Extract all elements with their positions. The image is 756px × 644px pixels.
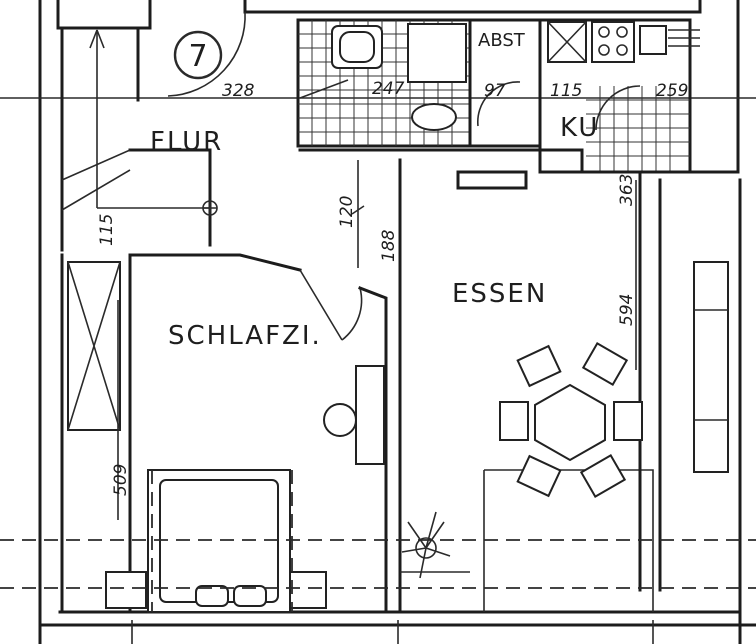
dim-essen-door: 188 — [379, 229, 399, 262]
dashed-lines — [0, 470, 756, 612]
right-furniture — [693, 261, 729, 473]
dim-kueche-door: 115 — [550, 81, 582, 101]
dim-flur-door: 115 — [97, 214, 117, 246]
kitchen-tiles — [586, 86, 690, 172]
dim-flur-width: 328 — [222, 81, 255, 101]
room-label-essen: ESSEN — [452, 279, 547, 309]
dim-schlafzimmer-depth: 509 — [111, 464, 131, 496]
bathroom — [296, 18, 472, 148]
schlafzimmer-walls — [60, 253, 388, 614]
unit-number-badge: 7 — [173, 30, 223, 80]
dim-essen-side: 363 — [617, 174, 637, 206]
dim-kueche-width: 259 — [656, 81, 688, 101]
dim-bath-width: 247 — [372, 79, 405, 99]
unit-number: 7 — [188, 39, 207, 74]
room-label-abst: ABST — [478, 30, 526, 51]
dim-passage-height: 120 — [337, 196, 357, 228]
bed — [105, 469, 327, 613]
room-label-schlafzimmer: SCHLAFZI. — [168, 321, 322, 351]
abst-kueche — [468, 18, 700, 174]
dimension-lines — [117, 160, 637, 520]
grid-lines — [0, 97, 756, 644]
flur-area — [60, 11, 246, 252]
dim-essen-depth: 594 — [617, 294, 637, 326]
dining-set — [499, 342, 643, 498]
room-label-kueche: KU — [560, 113, 599, 143]
dim-abst-width: 97 — [484, 81, 506, 101]
room-label-flur: FLUR — [150, 127, 223, 157]
plant — [401, 511, 451, 579]
